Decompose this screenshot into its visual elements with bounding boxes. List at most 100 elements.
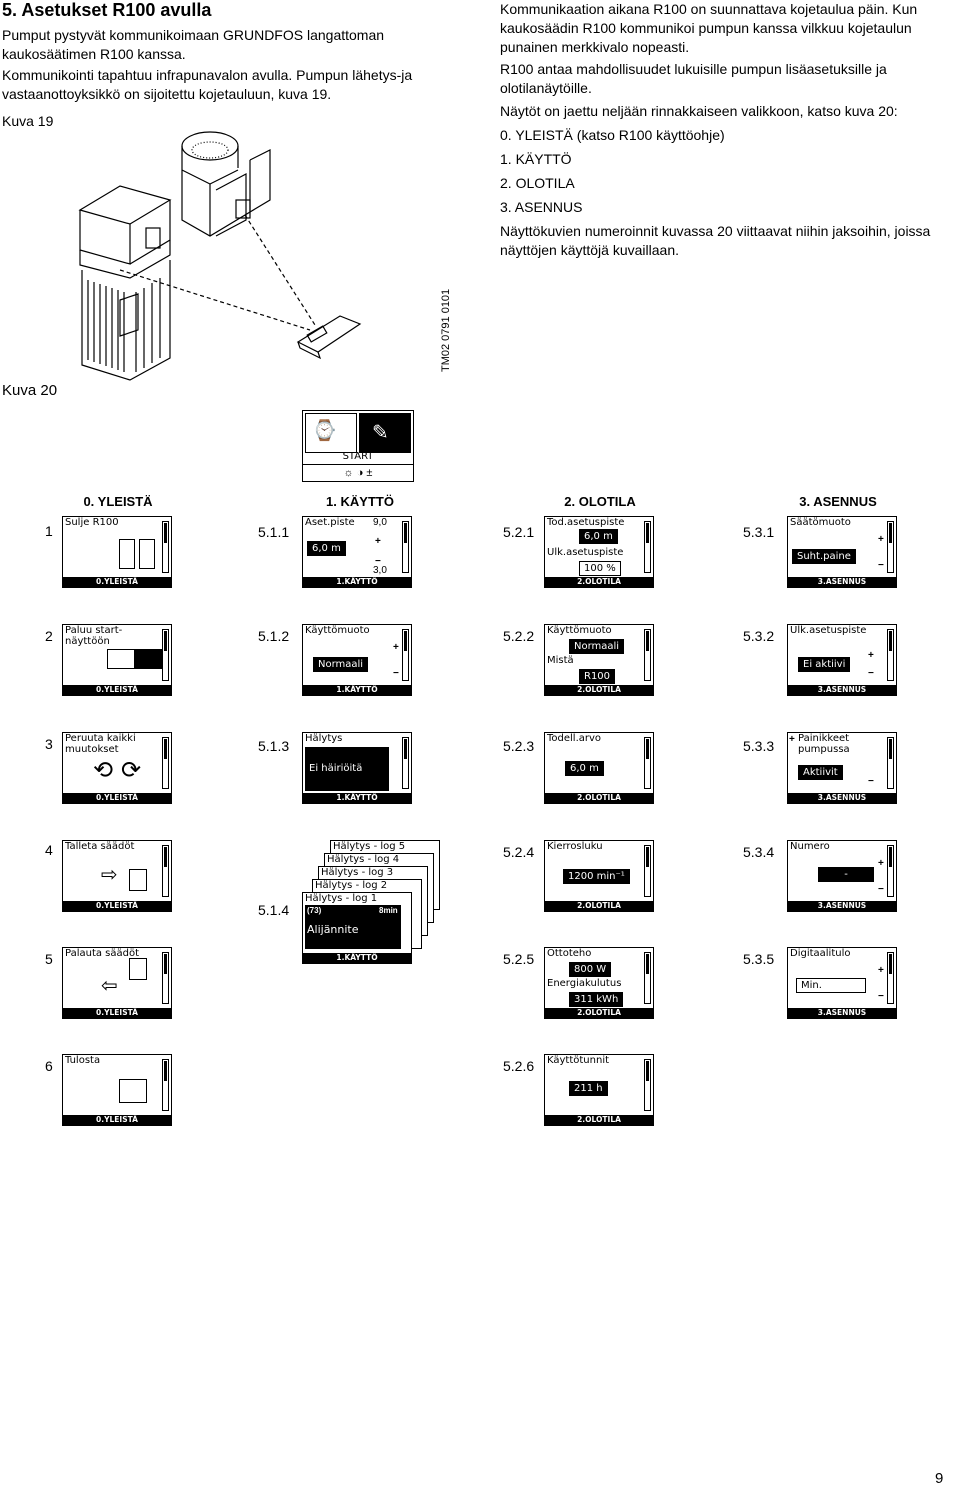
screen-title: Digitaalitulo <box>790 948 851 959</box>
code-label: 5.3.3 <box>743 738 775 754</box>
screen-title: Peruuta kaikki muutokset <box>65 733 136 755</box>
log-title: Hälytys - log 2 <box>315 880 388 891</box>
menu-bar: 0.YLEISTÄ <box>63 1008 171 1018</box>
minus-icon: − <box>868 668 874 679</box>
screen-talleta: Talleta säädöt ⇨ 0.YLEISTÄ <box>62 840 172 912</box>
code-label: 5.3.2 <box>743 628 775 644</box>
screen-saatomuoto: Säätömuoto Suht.paine + − 3.ASENNUS <box>787 516 897 588</box>
menu-item-2: 2. OLOTILA <box>500 175 575 191</box>
right-paragraph-4: Näyttökuvien numeroinnit kuvassa 20 viit… <box>500 223 931 258</box>
screen-sulje-r100: Sulje R100 0.YLEISTÄ <box>62 516 172 588</box>
minus-icon: − <box>375 556 381 567</box>
scrollbar <box>887 737 894 789</box>
start-label: START <box>342 451 374 462</box>
value-field: 211 h <box>569 1081 608 1096</box>
screen-title: Tulosta <box>65 1055 101 1066</box>
figure-19-illustration <box>78 131 362 381</box>
value-field: 100 % <box>579 561 621 576</box>
menu-bar: 1.KÄYTTÖ <box>303 793 411 803</box>
menu-bar: 1.KÄYTTÖ <box>303 685 411 695</box>
screen-digitaalitulo: Digitaalitulo Min. + − 3.ASENNUS <box>787 947 897 1019</box>
code-label: 5.2.4 <box>503 844 535 860</box>
remote-icon: ✎ <box>372 422 389 444</box>
minus-icon: − <box>868 776 874 787</box>
value-field: 6,0 m <box>579 529 618 544</box>
screen-title: Palauta säädöt <box>65 948 140 959</box>
screen-title: Painikkeet pumpussa <box>798 733 850 755</box>
menu-bar: 2.OLOTILA <box>545 577 653 587</box>
redo-arrows-icon: ⟳ <box>121 757 142 784</box>
screen-subtitle: Ulk.asetuspiste <box>547 547 624 558</box>
screen-aset-piste: Aset.piste 9,0 6,0 m + − 3,0 1.KÄYTTÖ <box>302 516 412 588</box>
right-paragraph-2: R100 antaa mahdollisuudet lukuisille pum… <box>500 61 887 96</box>
code-label: 5.1.1 <box>258 524 290 540</box>
screen-title: Numero <box>790 841 830 852</box>
screen-todell-arvo: Todell.arvo 6,0 m 2.OLOTILA <box>544 732 654 804</box>
code-label: 5.2.5 <box>503 951 535 967</box>
value-field: Normaali <box>569 639 625 654</box>
screen-palauta: Palauta säädöt ⇦ 0.YLEISTÄ <box>62 947 172 1019</box>
scrollbar <box>644 629 651 681</box>
scrollbar <box>887 629 894 681</box>
pump-large-illustration <box>78 185 172 381</box>
scrollbar <box>402 521 409 573</box>
undo-arrows-icon: ⟲ <box>93 757 114 784</box>
page-number: 9 <box>935 1470 944 1487</box>
value-field: 6,0 m <box>565 761 604 776</box>
screen-title: Käyttömuoto <box>305 625 370 636</box>
code-label: 5.3.1 <box>743 524 775 540</box>
menu-bar: 3.ASENNUS <box>788 1008 896 1018</box>
log-title: Hälytys - log 4 <box>327 854 400 865</box>
screen-ulk-asetuspiste: Ulk.asetuspiste Ei aktiivi + − 3.ASENNUS <box>787 624 897 696</box>
contrast-icon: ◑ <box>356 467 364 479</box>
alarm-time: 8min <box>379 906 398 915</box>
scrollbar <box>644 952 651 1004</box>
screen-numero: Numero - + − 3.ASENNUS <box>787 840 897 912</box>
screen-title: Tod.asetuspiste <box>547 517 625 528</box>
scrollbar <box>162 629 169 681</box>
value-field: Aktiivit <box>798 765 843 780</box>
screen-peruuta: Peruuta kaikki muutokset ⟲ ⟳ 0.YLEISTÄ <box>62 732 172 804</box>
menu-bar: 0.YLEISTÄ <box>63 793 171 803</box>
value-field: 311 kWh <box>569 992 624 1007</box>
value-field: Suht.paine <box>792 549 856 564</box>
plus-minus-icon: ± <box>366 467 373 479</box>
scrollbar <box>644 1059 651 1111</box>
menu-bar: 0.YLEISTÄ <box>63 1115 171 1125</box>
alarm-code: (73) <box>307 906 322 915</box>
screen-title: Kierrosluku <box>547 841 603 852</box>
remote-icon <box>139 539 155 569</box>
value-field: Min. <box>796 978 866 993</box>
menu-item-0: 0. YLEISTÄ (katso R100 käyttöohje) <box>500 127 725 143</box>
pump-small-illustration <box>181 131 271 237</box>
log-screen-1: Hälytys - log 1 (73) 8min Alijännite 1.K… <box>302 892 412 964</box>
figure-19-label: Kuva 19 <box>2 113 54 129</box>
screen-kayttomuoto: Käyttömuoto Normaali + − 1.KÄYTTÖ <box>302 624 412 696</box>
screen-title: Paluu start- näyttöön <box>65 625 123 647</box>
storage-icon <box>129 958 147 980</box>
tm-code: TM02 0791 0101 <box>440 288 452 372</box>
row-number: 2 <box>45 628 53 644</box>
scrollbar <box>402 629 409 681</box>
menu-bar: 3.ASENNUS <box>788 685 896 695</box>
menu-bar: 2.OLOTILA <box>545 1008 653 1018</box>
menu-bar: 0.YLEISTÄ <box>63 685 171 695</box>
value-field: 1200 min⁻¹ <box>563 869 630 884</box>
alarm-value: Alijännite <box>307 923 359 936</box>
menu-bar: 2.OLOTILA <box>545 793 653 803</box>
screen-subtitle: Mistä <box>547 655 574 666</box>
menu-bar: 3.ASENNUS <box>788 577 896 587</box>
screen-title: Todell.arvo <box>547 733 602 744</box>
right-paragraph-1: Kommunikaation aikana R100 on suunnattav… <box>500 1 918 55</box>
screen-kayttotunnit: Käyttötunnit 211 h 2.OLOTILA <box>544 1054 654 1126</box>
plus-icon: + <box>868 650 874 661</box>
scrollbar <box>402 737 409 789</box>
log-title: Hälytys - log 3 <box>321 867 394 878</box>
arrow-left-icon: ⇦ <box>101 975 118 997</box>
scrollbar <box>162 1059 169 1111</box>
scrollbar <box>887 952 894 1004</box>
scrollbar <box>644 737 651 789</box>
alarm-value: Ei häiriöitä <box>309 763 363 774</box>
gauge-icon: ⌚ <box>312 420 337 442</box>
remote-icon <box>135 649 163 669</box>
